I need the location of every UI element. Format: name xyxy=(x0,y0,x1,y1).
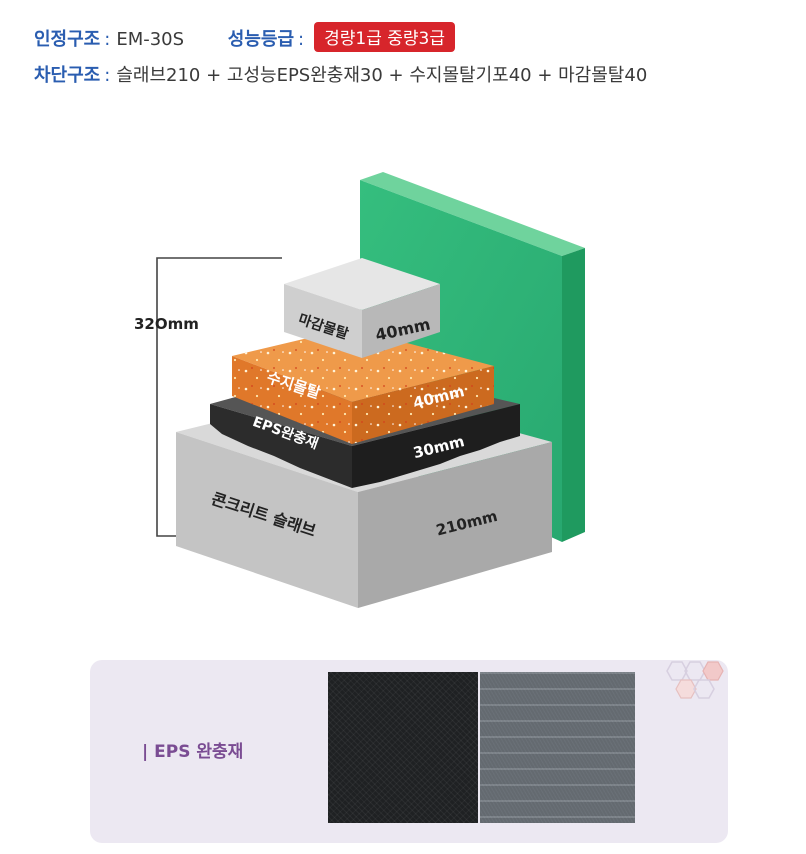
eps-sample-grey-photo xyxy=(480,672,635,823)
eps-sample-dark-photo xyxy=(328,672,478,823)
structure-value: EM-30S xyxy=(116,29,185,50)
blocking-value: 슬래브210 + 고성능EPS완충재30 + 수지몰탈기포40 + 마감몰탈40 xyxy=(116,65,648,86)
wall-top xyxy=(360,172,585,256)
eps-side xyxy=(352,404,520,488)
slab-side xyxy=(358,442,552,608)
sample-label: | EPS 완충재 xyxy=(142,742,244,762)
layer-resin xyxy=(232,328,494,444)
structure-row: 인정구조:EM-30S 성능등급:경량1급 중량3급 xyxy=(34,22,456,52)
layer-finish xyxy=(284,258,440,358)
blocking-colon: : xyxy=(104,65,111,86)
structure-label: 인정구조 xyxy=(34,29,101,50)
blocking-row: 차단구조:슬래브210 + 고성능EPS완충재30 + 수지몰탈기포40 + 마… xyxy=(34,61,647,87)
total-height-label: 32Omm xyxy=(134,315,199,333)
performance-label: 성능등급 xyxy=(227,29,295,50)
finish-front xyxy=(284,284,362,358)
blocking-label: 차단구조 xyxy=(34,65,101,86)
performance-badge: 경량1급 중량3급 xyxy=(314,22,456,52)
finish-side xyxy=(362,284,440,358)
sample-panel: | EPS 완충재 xyxy=(90,660,728,843)
eps-front xyxy=(210,404,352,488)
hexagon-decoration-icon xyxy=(666,661,724,699)
structure-colon: : xyxy=(104,29,111,50)
layer-diagram: 32Omm 마감몰탈 40mm 수지몰탈 40mm EPS완충재 30mm 콘크… xyxy=(134,172,585,608)
slab-front xyxy=(176,432,358,608)
performance-colon: : xyxy=(298,29,305,50)
wall-edge xyxy=(562,248,585,542)
